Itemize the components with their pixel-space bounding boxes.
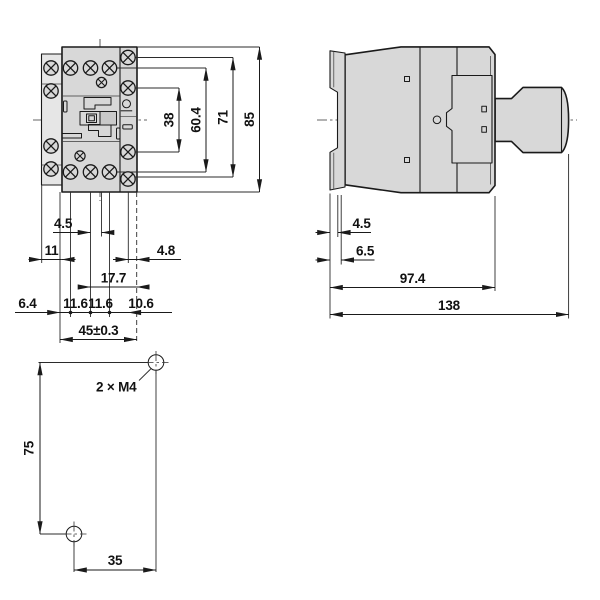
dim-97-4-label: 97.4 <box>400 271 426 286</box>
screw-icon <box>43 83 59 99</box>
dim-11-6b-label: 11.6 <box>88 296 113 311</box>
screw-icon <box>101 164 118 180</box>
dim-60-4-label: 60.4 <box>189 107 204 133</box>
dim-6-4-label: 6.4 <box>18 296 37 311</box>
front-face-details <box>61 97 133 140</box>
center-window-inner <box>86 113 97 123</box>
front-extension-lines <box>41 185 138 343</box>
center-pad <box>99 111 117 126</box>
side-view: 4.5 6.5 97.4 138 <box>315 46 577 319</box>
vent-slot <box>116 127 121 140</box>
clip-detail <box>404 157 410 163</box>
latch-block <box>445 74 493 164</box>
center-window-core <box>88 115 95 122</box>
dimension-tick-dot <box>107 310 112 315</box>
front-reference-lines <box>117 46 260 193</box>
screw-icon <box>82 60 99 76</box>
dim-71-label: 71 <box>216 110 231 125</box>
screw-icon <box>43 60 59 76</box>
screw-icon <box>120 171 136 187</box>
screw-icon <box>74 150 86 162</box>
front-width-dimensions: 4.5 11 4.8 17.7 6.4 11.6 11.6 10 <box>15 216 181 343</box>
screw-icon <box>120 144 136 160</box>
dim-4-5-label: 4.5 <box>54 216 73 231</box>
front-view: 38 60.4 71 85 4.5 <box>15 39 263 343</box>
screw-icon <box>43 138 59 154</box>
screw-icon <box>101 60 118 76</box>
mounting-drilling-plan: 75 35 2 × M4 <box>22 351 169 573</box>
screw-icon <box>82 164 99 180</box>
dim-6-5-label: 6.5 <box>356 244 375 259</box>
step-detail <box>83 97 112 110</box>
dim-75-label: 75 <box>22 440 37 455</box>
dim-85-label: 85 <box>242 112 257 127</box>
dimension-tick-dot <box>68 310 73 315</box>
side-extension-lines <box>329 154 570 319</box>
bar-detail <box>61 133 82 139</box>
clip-detail <box>404 76 410 82</box>
dim-10-6-label: 10.6 <box>128 296 154 311</box>
screw-icon <box>120 80 136 96</box>
dim-17-7-label: 17.7 <box>101 271 126 286</box>
front-height-dimensions: 38 60.4 71 85 <box>162 46 263 193</box>
drive-knob <box>494 86 570 154</box>
dim-11-6a-label: 11.6 <box>63 296 88 311</box>
dim-35-label: 35 <box>108 553 123 568</box>
dimension-tick-dot <box>88 310 93 315</box>
screw-icon <box>62 164 79 180</box>
screw-icon <box>120 49 136 66</box>
dim-11-label: 11 <box>45 243 60 258</box>
hole-leader-line <box>138 368 152 381</box>
marker-slot <box>122 124 133 130</box>
dim-38-label: 38 <box>162 112 177 127</box>
dim-side-4-5-label: 4.5 <box>353 216 372 231</box>
vent-slot <box>63 100 68 113</box>
clip-detail <box>481 105 487 113</box>
coil-terminal-icon <box>122 99 131 109</box>
dim-138-label: 138 <box>438 298 461 313</box>
dim-45-label: 45±0.3 <box>79 323 120 338</box>
pivot-hole <box>432 115 442 125</box>
dim-4-8-label: 4.8 <box>157 243 176 258</box>
clip-detail <box>481 126 487 133</box>
screw-icon <box>62 60 79 76</box>
holes-label: 2 × M4 <box>96 380 137 395</box>
side-depth-dimensions: 4.5 6.5 97.4 138 <box>315 216 569 318</box>
screw-icon <box>95 76 108 89</box>
screw-icon <box>43 161 59 177</box>
